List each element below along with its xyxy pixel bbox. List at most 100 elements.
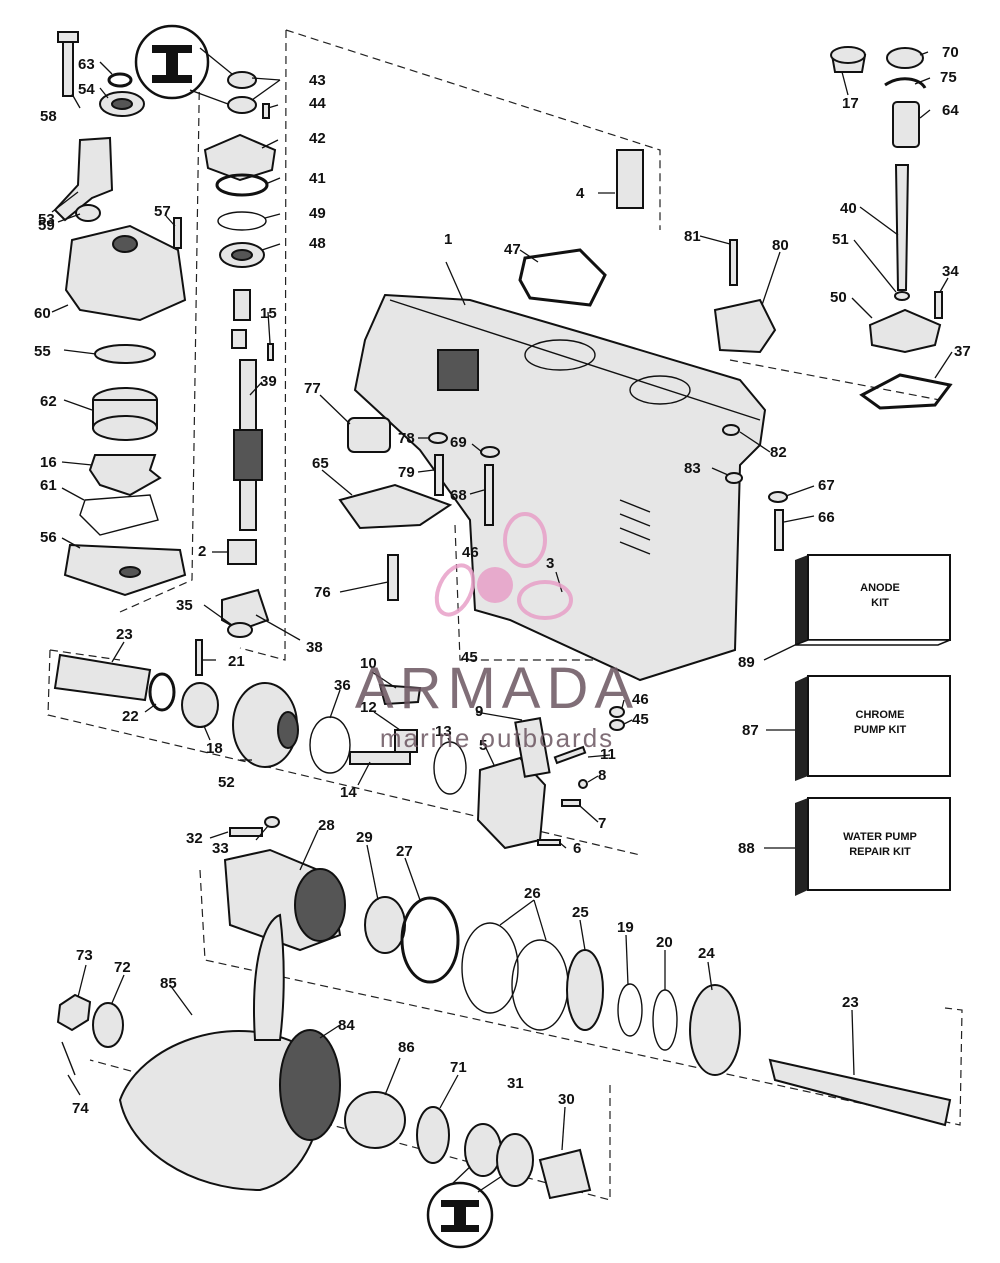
oil-seal-lip-symbol-icon bbox=[134, 24, 233, 105]
callout-78: 78 bbox=[398, 430, 415, 447]
callout-52: 52 bbox=[218, 774, 235, 791]
callout-24: 24 bbox=[698, 945, 715, 962]
callout-46-lower: 46 bbox=[632, 691, 649, 708]
callout-11: 11 bbox=[600, 746, 616, 763]
watermark-brand: ARMADA bbox=[355, 656, 639, 721]
water-pump-repair-kit-box: WATER PUMP REPAIR KIT bbox=[795, 797, 951, 896]
anode-kit-label-line2: KIT bbox=[871, 597, 889, 609]
callout-2: 2 bbox=[198, 543, 206, 560]
callout-42: 42 bbox=[309, 130, 326, 147]
callout-82: 82 bbox=[770, 444, 787, 461]
callout-55: 55 bbox=[34, 343, 51, 360]
callout-20: 20 bbox=[656, 934, 673, 951]
callout-32: 32 bbox=[186, 830, 203, 847]
shift-rod-assembly bbox=[830, 46, 953, 410]
callout-68: 68 bbox=[450, 487, 467, 504]
callout-57: 57 bbox=[154, 203, 171, 220]
callout-74: 74 bbox=[72, 1100, 89, 1117]
callout-39: 39 bbox=[260, 373, 277, 390]
callout-40: 40 bbox=[840, 200, 857, 217]
callout-21: 21 bbox=[228, 653, 245, 670]
callout-13: 13 bbox=[435, 723, 452, 740]
callout-25: 25 bbox=[572, 904, 589, 921]
callout-56: 56 bbox=[40, 529, 57, 546]
water-pump-repair-kit-label-line1: WATER PUMP bbox=[843, 831, 917, 843]
callout-61: 61 bbox=[40, 477, 57, 494]
callout-numbers: 1 2 3 4 5 6 7 8 9 10 11 12 13 14 15 16 1… bbox=[34, 44, 971, 1117]
callout-83: 83 bbox=[684, 460, 701, 477]
callout-9: 9 bbox=[475, 703, 483, 720]
callout-69: 69 bbox=[450, 434, 467, 451]
watermark-tagline: marine outboards bbox=[380, 723, 614, 753]
callout-23-upper: 23 bbox=[116, 626, 133, 643]
callout-27: 27 bbox=[396, 843, 413, 860]
chrome-pump-kit-box: CHROME PUMP KIT bbox=[795, 675, 951, 781]
callout-89: 89 bbox=[738, 654, 755, 671]
gearcase-housing bbox=[338, 149, 788, 682]
anode-kit-label-line1: ANODE bbox=[860, 582, 900, 594]
callout-35: 35 bbox=[176, 597, 193, 614]
callout-3: 3 bbox=[546, 555, 554, 572]
callout-64: 64 bbox=[942, 102, 959, 119]
callout-46-upper: 46 bbox=[462, 544, 479, 561]
callout-72: 72 bbox=[114, 959, 131, 976]
callout-5: 5 bbox=[479, 737, 487, 754]
callout-34: 34 bbox=[942, 263, 959, 280]
callout-10: 10 bbox=[360, 655, 377, 672]
callout-29: 29 bbox=[356, 829, 373, 846]
callout-67: 67 bbox=[818, 477, 835, 494]
callout-70: 70 bbox=[942, 44, 959, 61]
chrome-pump-kit-label-line1: CHROME bbox=[856, 709, 905, 721]
callout-50: 50 bbox=[830, 289, 847, 306]
callout-48: 48 bbox=[309, 235, 326, 252]
callout-71: 71 bbox=[450, 1059, 467, 1076]
callout-45-lower: 45 bbox=[632, 711, 649, 728]
armada-watermark: ARMADA marine outboards bbox=[355, 512, 639, 753]
callout-75: 75 bbox=[940, 69, 957, 86]
callout-51: 51 bbox=[832, 231, 849, 248]
callout-8: 8 bbox=[598, 767, 606, 784]
anode-kit-box: ANODE KIT bbox=[794, 554, 951, 646]
callout-63: 63 bbox=[78, 56, 95, 73]
callout-4: 4 bbox=[576, 185, 585, 202]
callout-15: 15 bbox=[260, 305, 277, 322]
callout-18: 18 bbox=[206, 740, 223, 757]
callout-77: 77 bbox=[304, 380, 321, 397]
callout-37: 37 bbox=[954, 343, 971, 360]
callout-73: 73 bbox=[76, 947, 93, 964]
callout-7: 7 bbox=[598, 815, 606, 832]
callout-leader-lines bbox=[51, 51, 953, 1151]
callout-49: 49 bbox=[309, 205, 326, 222]
callout-19: 19 bbox=[617, 919, 634, 936]
callout-16: 16 bbox=[40, 454, 57, 471]
lower-gear-assembly bbox=[53, 653, 952, 1127]
callout-62: 62 bbox=[40, 393, 57, 410]
callout-80: 80 bbox=[772, 237, 789, 254]
callout-28: 28 bbox=[318, 817, 335, 834]
chrome-pump-kit-label-line2: PUMP KIT bbox=[854, 724, 907, 736]
propeller-assembly bbox=[56, 913, 592, 1200]
callout-45-upper: 45 bbox=[461, 649, 478, 666]
callout-43: 43 bbox=[309, 72, 326, 89]
callout-36: 36 bbox=[334, 677, 351, 694]
callout-84: 84 bbox=[338, 1017, 355, 1034]
callout-59: 59 bbox=[38, 217, 55, 234]
callout-87: 87 bbox=[742, 722, 759, 739]
water-pump-repair-kit-label-line2: REPAIR KIT bbox=[849, 846, 911, 858]
callout-60: 60 bbox=[34, 305, 51, 322]
callout-79: 79 bbox=[398, 464, 415, 481]
callout-86: 86 bbox=[398, 1039, 415, 1056]
callout-54: 54 bbox=[78, 81, 95, 98]
drive-shaft-assembly bbox=[53, 31, 277, 676]
callout-23-lower: 23 bbox=[842, 994, 859, 1011]
callout-76: 76 bbox=[314, 584, 331, 601]
callout-41: 41 bbox=[309, 170, 326, 187]
callout-38: 38 bbox=[306, 639, 323, 656]
callout-58: 58 bbox=[40, 108, 57, 125]
callout-33: 33 bbox=[212, 840, 229, 857]
callout-6: 6 bbox=[573, 840, 581, 857]
callout-47: 47 bbox=[504, 241, 521, 258]
callout-44: 44 bbox=[309, 95, 326, 112]
callout-65: 65 bbox=[312, 455, 329, 472]
